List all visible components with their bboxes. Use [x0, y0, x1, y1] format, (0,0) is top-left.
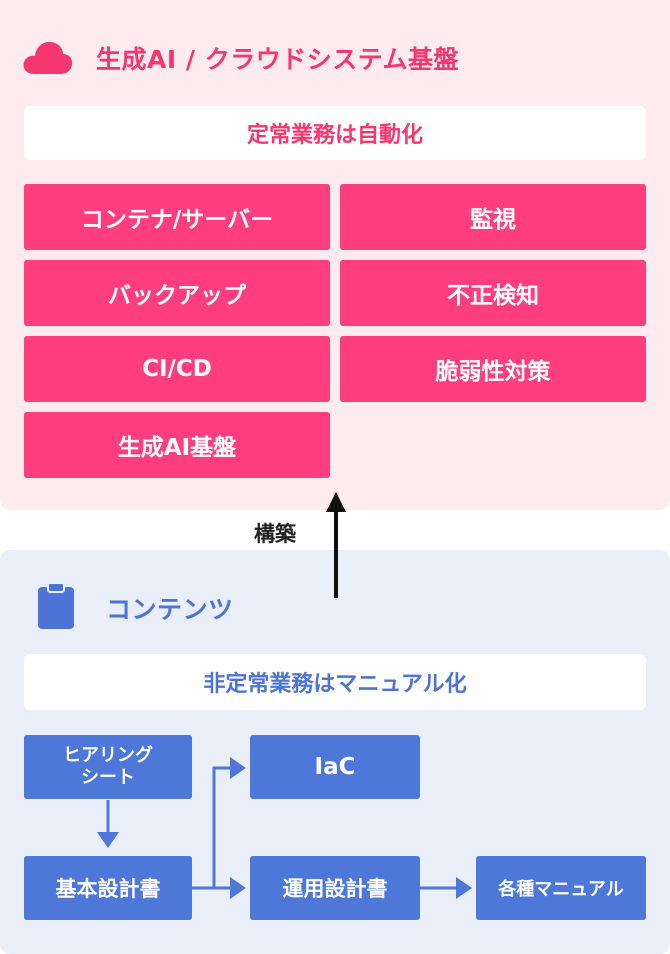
hearing-sheet-line1: ヒアリング [63, 745, 153, 766]
build-arrow [326, 492, 346, 598]
arrow-basic-to-operation [214, 877, 246, 899]
manual-banner: 非定常業務はマニュアル化 [24, 654, 646, 710]
operation-design-box: 運用設計書 [250, 856, 420, 920]
arrow-basic-to-iac [192, 757, 246, 890]
clipboard-icon [38, 582, 74, 629]
cloud-section-title: 生成AI / クラウドシステム基盤 [96, 45, 459, 74]
hearing-sheet-line2: シート [81, 767, 135, 788]
arrow-operation-to-manuals [420, 877, 472, 899]
contents-section-title: コンテンツ [106, 595, 234, 624]
basic-design-box: 基本設計書 [24, 856, 192, 920]
item-vulnerability: 脆弱性対策 [340, 336, 646, 402]
build-label: 構築 [254, 522, 296, 546]
automation-banner: 定常業務は自動化 [24, 106, 646, 160]
item-container-server: コンテナ/サーバー [24, 184, 330, 250]
hearing-sheet-box: ヒアリング シート [24, 735, 192, 799]
cloud-icon [23, 41, 73, 74]
item-fraud-detection: 不正検知 [340, 260, 646, 326]
manuals-box: 各種マニュアル [476, 856, 646, 920]
item-generative-ai: 生成AI基盤 [24, 412, 330, 478]
item-backup: バックアップ [24, 260, 330, 326]
item-ci-cd: CI/CD [24, 336, 330, 402]
item-monitoring: 監視 [340, 184, 646, 250]
iac-box: IaC [250, 735, 420, 799]
arrow-hearing-to-basic [97, 800, 119, 848]
